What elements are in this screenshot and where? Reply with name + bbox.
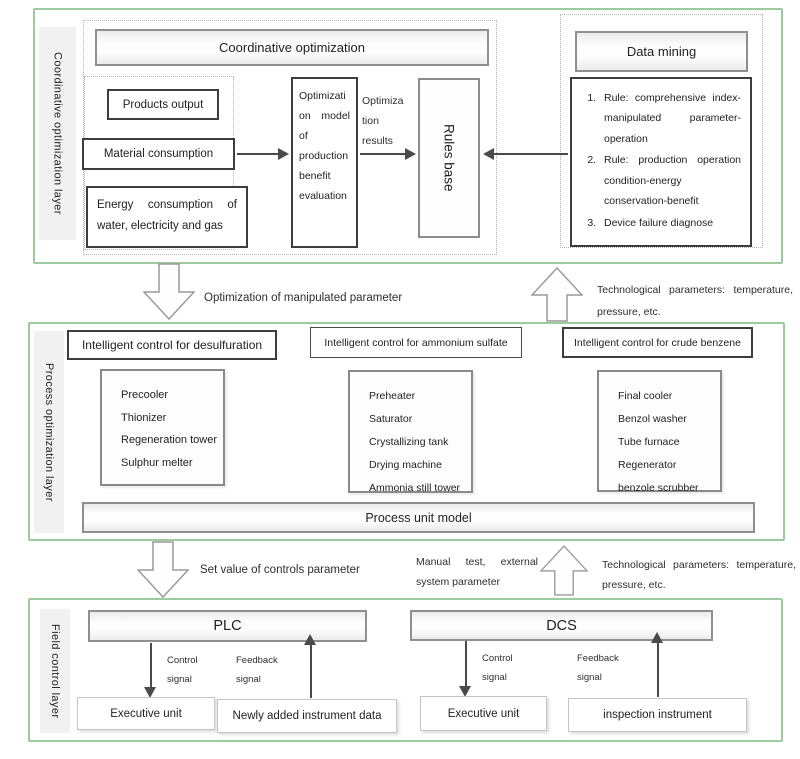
model-to-rulesbase-arrow (360, 148, 416, 160)
dcs-feedback-arrow (651, 632, 663, 697)
rules-base-box: Rules base (418, 78, 480, 238)
products-output-box: Products output (107, 89, 219, 120)
manual-test-label: Manual test, external system parameter (416, 556, 538, 588)
unit-item: Ammonia still tower (369, 482, 461, 495)
optimization-results-label: Optimization results (362, 92, 406, 156)
dcs-control-signal-label: Control signal (482, 649, 537, 689)
unit-item: Thionizer (121, 411, 167, 424)
data-mining-dotted-frame (560, 14, 763, 248)
flow-arrow-down-icon (143, 263, 195, 320)
material-consumption-box: Material consumption (82, 138, 235, 170)
dcs-executive-unit-box: Executive unit (420, 696, 547, 731)
control-desulfuration-box: Intelligent control for desulfuration (67, 330, 277, 360)
process-unit-model-bar: Process unit model (82, 502, 755, 533)
mining-rules-box: Rule: comprehensive index-manipulated pa… (570, 77, 752, 247)
plc-control-arrow (144, 643, 156, 698)
dcs-feedback-signal-label: Feedback signal (577, 649, 639, 689)
dcs-control-arrow (459, 641, 471, 697)
newly-added-instrument-data-box: Newly added instrument data (217, 699, 397, 733)
data-mining-header: Data mining (575, 31, 748, 72)
ammonium-units-list: Preheater Saturator Crystallizing tank D… (350, 372, 471, 500)
coordinative-layer-label: Coordinative optimization layer (39, 27, 76, 240)
flow-arrow-down-icon (137, 541, 189, 598)
mining-rule-item: Rule: comprehensive index-manipulated pa… (599, 88, 741, 149)
mining-to-rulesbase-arrow (483, 148, 568, 160)
unit-item: Final cooler (618, 390, 673, 402)
unit-item: Sulphur melter (121, 456, 193, 469)
desulfuration-units-list: Precooler Thionizer Regeneration tower S… (102, 371, 223, 474)
flow-arrow-up-icon (540, 545, 588, 596)
coordinative-optimization-header: Coordinative optimization (95, 29, 489, 66)
benzene-units-box: Final cooler Benzol washer Tube furnace … (597, 370, 722, 494)
unit-item: Precooler (121, 389, 169, 401)
technological-parameters-label-bottom: Technological parameters: temperature, p… (602, 559, 796, 591)
process-layer-label: Process optimization layer (34, 331, 64, 533)
mining-rule-item: Device failure diagnose (599, 213, 741, 233)
plc-executive-unit-box: Executive unit (77, 697, 215, 730)
desulfuration-units-box: Precooler Thionizer Regeneration tower S… (100, 369, 225, 486)
flow-arrow-up-icon (531, 267, 583, 322)
control-ammonium-sulfate-box: Intelligent control for ammonium sulfate (310, 327, 522, 358)
control-crude-benzene-box: Intelligent control for crude benzene (562, 327, 753, 358)
unit-item: Benzol washer (618, 413, 687, 426)
material-to-model-arrow (237, 148, 289, 160)
unit-item: Crystallizing tank (369, 436, 449, 449)
unit-item: Regeneration tower (121, 434, 218, 447)
mining-rules-list: Rule: comprehensive index-manipulated pa… (572, 79, 750, 233)
unit-item: Drying machine (369, 459, 442, 472)
ammonium-units-box: Preheater Saturator Crystallizing tank D… (348, 370, 473, 494)
plc-control-signal-label: Control signal (167, 651, 222, 691)
mining-rule-item: Rule: production operation condition-ene… (599, 150, 741, 211)
energy-consumption-box: Energy consumption of water, electricity… (86, 186, 248, 248)
optimization-parameter-label: Optimization of manipulated parameter (204, 292, 403, 304)
set-value-label: Set value of controls parameter (200, 564, 360, 576)
unit-item: Preheater (369, 390, 416, 402)
inspection-instrument-box: inspection instrument (568, 698, 747, 732)
plc-feedback-signal-label: Feedback signal (236, 651, 298, 691)
unit-item: Tube furnace (618, 436, 680, 449)
unit-item: Regenerator (618, 459, 677, 472)
plc-box: PLC (88, 610, 367, 642)
field-layer-label: Field control layer (40, 609, 70, 733)
optimization-model-box: Optimization model of production benefit… (291, 77, 358, 248)
benzene-units-list: Final cooler Benzol washer Tube furnace … (599, 372, 720, 500)
dcs-box: DCS (410, 610, 713, 641)
unit-item: Saturator (369, 413, 413, 426)
coordinative-dotted-frame (83, 20, 497, 255)
plc-feedback-arrow (304, 634, 316, 698)
unit-item: benzole scrubber (618, 482, 699, 495)
technological-parameters-label-top: Technological parameters: temperature, p… (597, 284, 793, 319)
